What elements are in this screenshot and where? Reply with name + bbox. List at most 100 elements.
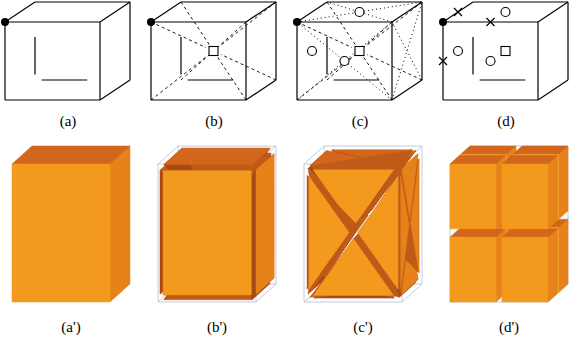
solid-face [450, 156, 505, 164]
cube-edge [4, 22, 5, 100]
cube-edge [391, 22, 392, 100]
hidden-edge [42, 79, 88, 80]
figure-label: (b) [205, 112, 223, 130]
pyramid-decomposition [158, 146, 276, 302]
diagonal-line [221, 54, 276, 80]
cube-edge [443, 99, 538, 100]
sub-cube [450, 229, 505, 302]
edge-marker [487, 18, 495, 26]
tetrahedra-decomposition [304, 146, 422, 302]
face-diagonal [297, 22, 392, 100]
diagonal-line [443, 57, 498, 100]
cube-edge [421, 2, 422, 80]
frame-edge [304, 164, 305, 302]
hidden-edge [334, 79, 380, 80]
cube-edge [296, 22, 297, 100]
figure-label: (c') [353, 318, 372, 336]
solid-face [110, 146, 130, 302]
figure-label: (d) [497, 112, 515, 130]
solid-face [559, 219, 568, 292]
corner-dot [147, 18, 155, 26]
cube-edge [297, 2, 327, 22]
cube-edge [151, 2, 181, 22]
diagonal-line [181, 2, 210, 45]
center-marker [501, 47, 510, 56]
face-marker [486, 57, 495, 66]
diagonal-line [509, 57, 538, 100]
face-diagonal [392, 22, 422, 80]
frame-edge [158, 164, 159, 302]
figure-label-text: (d') [499, 319, 519, 335]
sub-cube [502, 229, 557, 302]
face-diagonal [297, 2, 422, 22]
face-marker [355, 8, 364, 17]
face-marker [308, 47, 317, 56]
solid-face [502, 156, 557, 164]
cube-edge [275, 2, 276, 80]
face-marker [501, 8, 510, 17]
hidden-edge [180, 37, 181, 74]
figure-label: (a') [61, 318, 80, 336]
sub-cube [450, 156, 505, 229]
diagonal-line [217, 57, 246, 100]
figure-label: (c) [352, 112, 369, 130]
corner-dot [1, 18, 9, 26]
cube-edge [245, 22, 246, 100]
diagonal-line [327, 54, 356, 80]
cube-edge [5, 21, 100, 22]
center-marker [355, 47, 364, 56]
diagonal-line [297, 57, 352, 100]
sub-cube [502, 156, 557, 229]
face-diagonal [327, 2, 392, 22]
solid-face [12, 164, 110, 302]
solid-face [450, 164, 496, 229]
cube-edge [473, 1, 568, 2]
cube-edge [392, 80, 422, 100]
figure-label-text: (b') [207, 319, 227, 335]
face-diagonal [392, 2, 422, 100]
pyramid-base [256, 154, 274, 294]
frame-edge [178, 146, 276, 147]
cube-edge [150, 22, 151, 100]
hidden-edge [480, 79, 526, 80]
cube-edge [392, 2, 422, 22]
cube-edge [327, 1, 422, 2]
diagonal-line [327, 2, 356, 45]
diagonal-line [151, 57, 206, 100]
diagonal-line [363, 22, 392, 48]
figure-label-text: (c) [352, 113, 369, 129]
diagonal-line [297, 22, 352, 48]
face-marker [340, 57, 349, 66]
frame-edge [304, 302, 402, 303]
diagonal-line [151, 22, 206, 48]
solid-face [450, 237, 496, 302]
tetra-face [401, 176, 409, 289]
cube-edge [537, 22, 538, 100]
cube-edge [129, 2, 130, 80]
cube-edge [100, 80, 130, 100]
figure-label-text: (d) [497, 113, 515, 129]
center-marker [209, 47, 218, 56]
cube-edge [538, 2, 568, 22]
diagonal-line [513, 2, 568, 45]
solid-face [548, 156, 557, 229]
diagonal-line [367, 54, 422, 80]
figure-label-text: (a) [60, 113, 77, 129]
cube-edge [5, 99, 100, 100]
cube-edge [151, 99, 246, 100]
edge-marker [454, 8, 462, 16]
tetra-face [310, 151, 358, 166]
cube-edge [297, 21, 392, 22]
solid-face [513, 146, 568, 154]
cube-edge [181, 1, 276, 2]
hidden-edge [188, 79, 234, 80]
solid-face [548, 229, 557, 302]
hidden-edge [34, 37, 35, 74]
figure-label-text: (a') [61, 319, 80, 335]
pyramid-base [163, 171, 251, 295]
cube-edge [99, 22, 100, 100]
figure-label-text: (c') [353, 319, 372, 335]
pyramid-base [164, 148, 270, 164]
diagonal-line [473, 54, 502, 80]
